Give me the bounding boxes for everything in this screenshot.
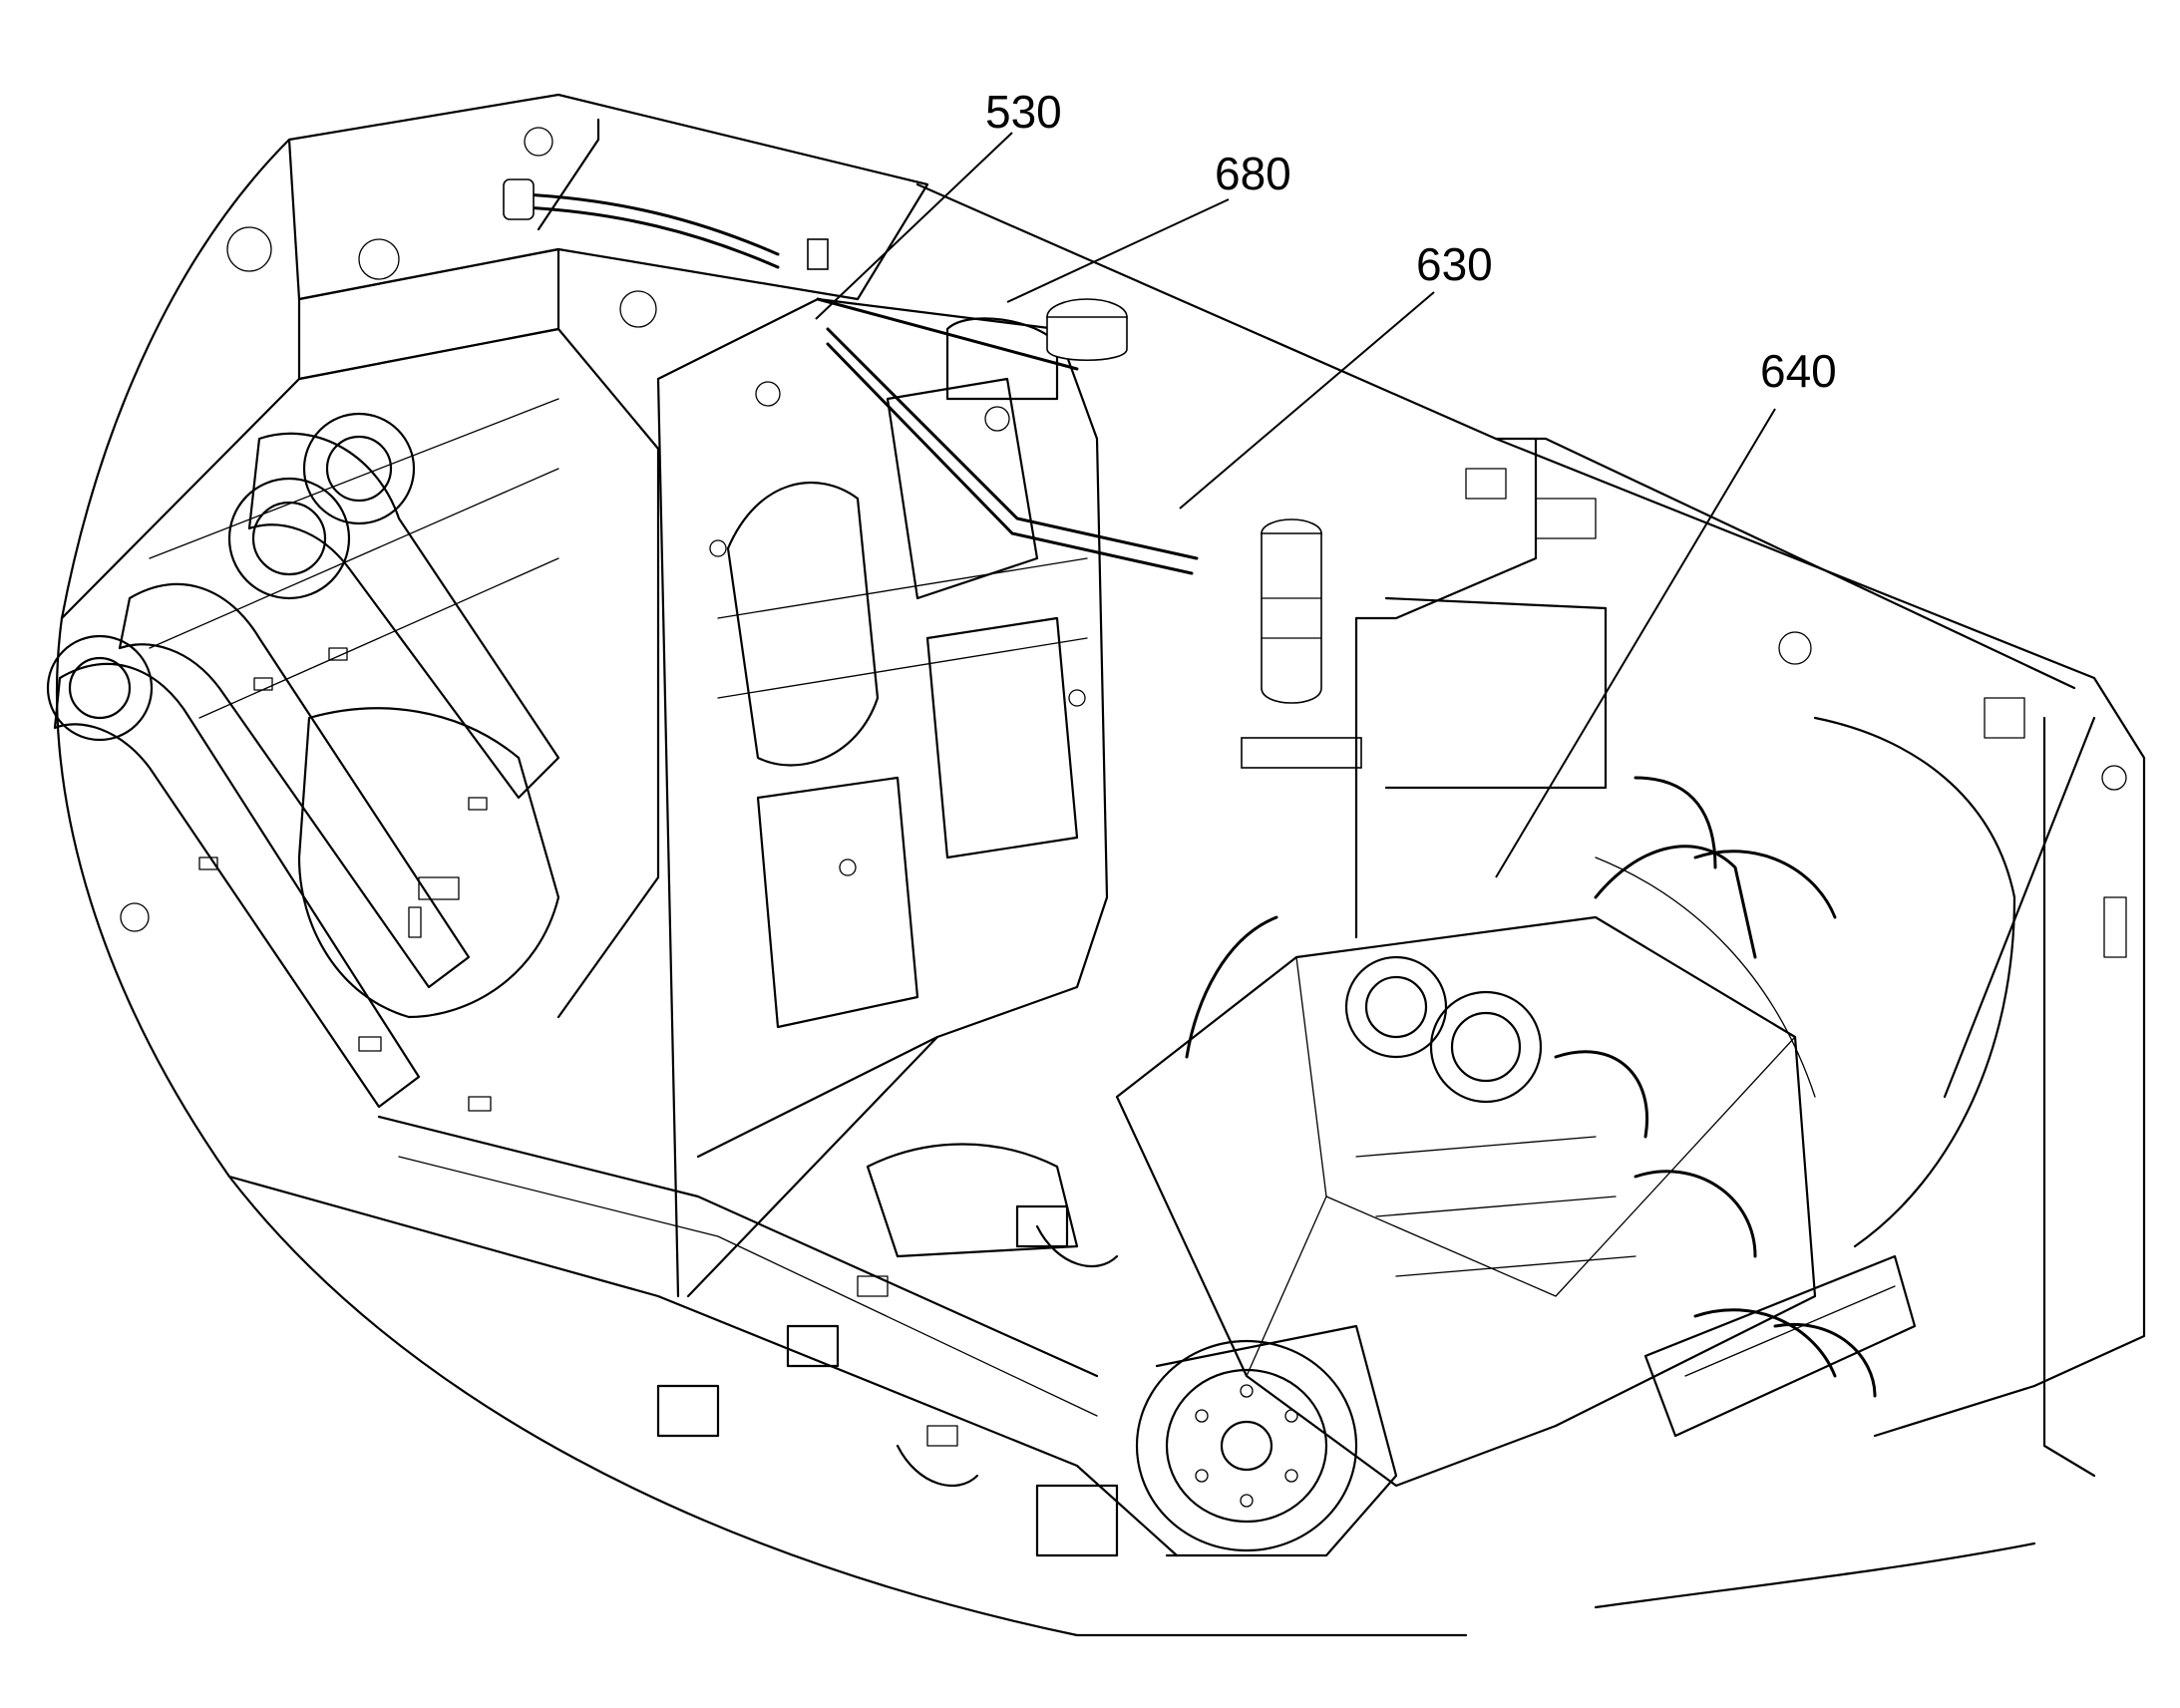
leader-line-530 [815, 132, 1013, 320]
right-frame [915, 182, 2146, 1478]
view-boundary [55, 138, 1468, 1637]
left-frame [46, 93, 1179, 1557]
top-plate-hose [503, 118, 829, 270]
reference-label-630: 630 [1416, 238, 1493, 290]
left-frame-fasteners [120, 226, 657, 1112]
fuel-filter-assembly [826, 298, 1362, 769]
view-boundary-right [1594, 1541, 2036, 1609]
reference-label-640: 640 [1760, 345, 1837, 397]
engine-assembly [1115, 776, 1917, 1557]
leader-line-640 [1495, 408, 1776, 878]
reference-label-530: 530 [985, 86, 1062, 138]
floor-mounts [656, 1143, 1119, 1557]
reference-label-680: 680 [1215, 148, 1291, 199]
leader-line-680 [1006, 198, 1230, 303]
leader-line-630 [1179, 291, 1435, 510]
central-frame [656, 297, 1109, 1298]
